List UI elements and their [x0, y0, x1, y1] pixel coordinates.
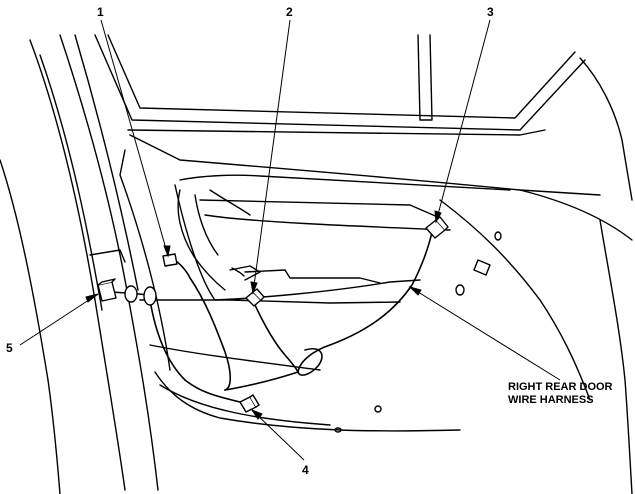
callout-number-5: 5: [6, 341, 13, 355]
door-inner-panel: [119, 134, 633, 494]
harness-label-line2: WIRE HARNESS: [508, 394, 594, 406]
connector-5: [97, 278, 117, 302]
leader-line-harness: [409, 286, 561, 381]
arrowhead-2: [250, 281, 258, 295]
leader-line-2: [252, 19, 291, 294]
arrowhead-5: [85, 293, 99, 303]
leader-line-5: [19, 293, 99, 346]
arrowhead-harness: [408, 286, 422, 296]
connector-2: [245, 288, 265, 307]
arrowhead-3: [434, 210, 442, 224]
leader-line-3: [435, 19, 491, 223]
callout-number-4: 4: [302, 463, 309, 477]
callout-number-3: 3: [487, 5, 494, 19]
connector-1: [162, 253, 178, 267]
callout-number-1: 1: [97, 5, 104, 19]
grommet-a: [124, 285, 138, 303]
leader-line-4: [251, 409, 305, 461]
harness-label: RIGHT REAR DOOR WIRE HARNESS: [508, 381, 613, 407]
arrowhead-4: [250, 408, 263, 420]
body-pillar-outline: [0, 34, 159, 494]
connector-4: [239, 394, 260, 413]
harness-label-line1: RIGHT REAR DOOR: [508, 381, 613, 393]
leader-line-1: [100, 19, 169, 257]
callout-number-2: 2: [286, 5, 293, 19]
grommet-b: [143, 286, 157, 306]
arrowhead-1: [163, 245, 171, 258]
door-window-frame: [94, 34, 633, 201]
